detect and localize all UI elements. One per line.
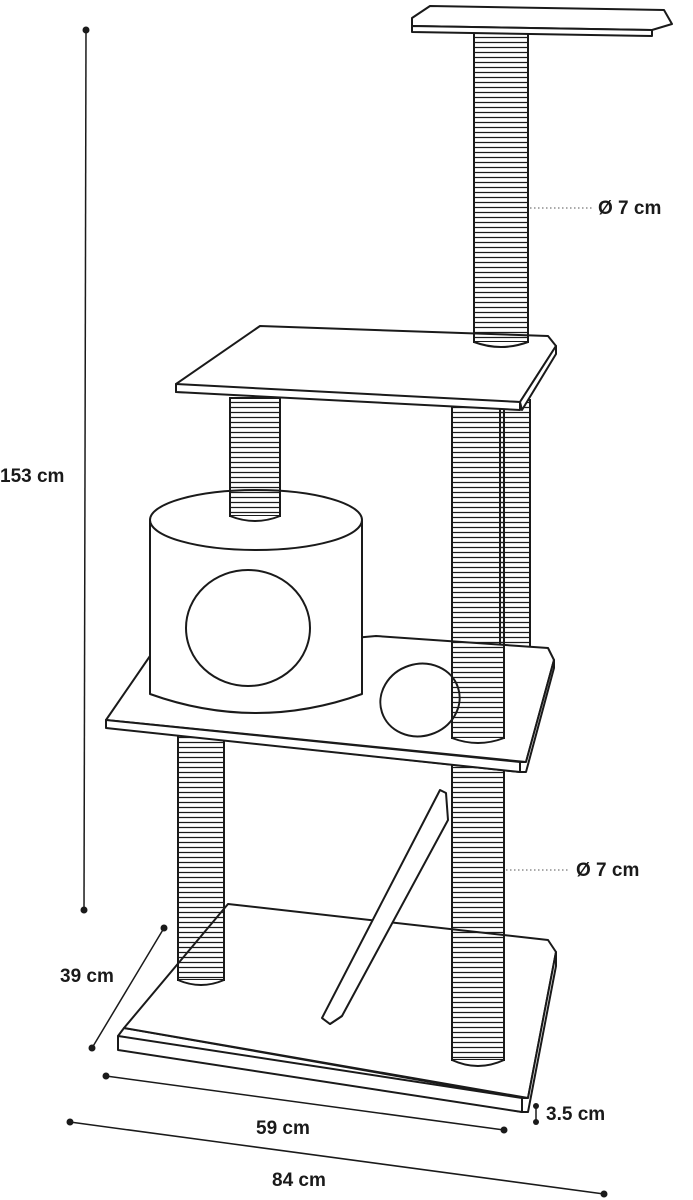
- house-entrance: [185, 569, 311, 687]
- bottom-diameter-label: Ø 7 cm: [576, 860, 639, 881]
- top-diameter-dimension: Ø 7 cm: [530, 198, 661, 219]
- ramp: [321, 789, 449, 1025]
- width-label: 59 cm: [256, 1118, 310, 1139]
- middle-right-post: [451, 399, 505, 744]
- top-post: [473, 27, 529, 348]
- upper-platform: [175, 325, 557, 411]
- height-dimension: 153 cm: [0, 26, 90, 914]
- house-post: [229, 397, 281, 522]
- height-label: 153 cm: [0, 466, 64, 487]
- top-perch: [411, 5, 673, 37]
- total-width-dimension: 84 cm: [66, 1118, 608, 1198]
- total-width-label: 84 cm: [272, 1170, 326, 1191]
- thickness-dimension: 3.5 cm: [533, 1103, 605, 1125]
- bottom-diameter-dimension: Ø 7 cm: [506, 860, 639, 881]
- lower-right-post: [451, 759, 505, 1067]
- depth-label: 39 cm: [60, 966, 114, 987]
- width-dimension: 59 cm: [102, 1072, 508, 1139]
- lower-left-post: [177, 729, 225, 986]
- depth-dimension: 39 cm: [60, 924, 168, 1052]
- cat-house: [149, 489, 363, 714]
- top-diameter-label: Ø 7 cm: [598, 198, 661, 219]
- thickness-label: 3.5 cm: [546, 1104, 605, 1125]
